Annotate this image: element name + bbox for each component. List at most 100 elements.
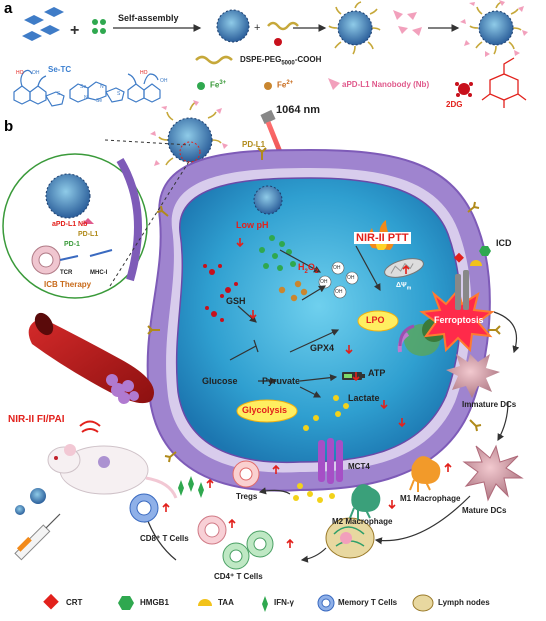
m2-macrophage-icon — [349, 484, 381, 520]
nb-legend-icon — [328, 78, 340, 90]
fe3-ions-icon — [259, 235, 296, 271]
inset-pdl1-label: PD-L1 — [78, 231, 99, 238]
mct4-label: MCT4 — [348, 462, 370, 471]
pd-l1-label: PD-L1 — [242, 140, 266, 149]
oh-label-3: OH — [335, 289, 343, 295]
lactate-label: Lactate — [348, 393, 380, 403]
icd-label: ICD — [496, 238, 512, 248]
glucose-label: Glucose — [202, 376, 238, 386]
fe2-legend-icon — [264, 82, 272, 90]
m2-macrophage-label: M2 Macrophage — [332, 517, 393, 526]
svg-text:+: + — [254, 22, 260, 34]
mature-dc-icon — [462, 444, 524, 502]
panel-b-label: b — [4, 118, 14, 135]
immature-dcs-label: Immature DCs — [462, 400, 517, 409]
cd8-t-cell-icon — [197, 515, 227, 545]
dspe-label: DSPE-PEG5000-COOH — [240, 55, 322, 67]
gpx4-label: GPX4 — [310, 343, 335, 353]
imaging-label: NIR-II FI/PAI — [8, 414, 65, 425]
inset-nb-label: aPD-L1 Nb — [52, 221, 88, 228]
fe3-legend-icon — [197, 82, 205, 90]
cd4-label: CD4⁺ T Cells — [214, 572, 263, 581]
lpo-label: LPO — [366, 315, 385, 325]
oh-label-1: OH — [333, 265, 341, 271]
se-tc-label: Se-TC — [48, 65, 72, 74]
icb-therapy-label: ICB Therapy — [44, 280, 92, 289]
inset-mhc-label: MHC-I — [90, 270, 108, 276]
atom-oh1: OH — [32, 70, 40, 76]
legend-memory-t-cells: Memory T Cells — [338, 598, 398, 607]
oh-label-2: OH — [347, 275, 355, 281]
lymph-node-icon — [325, 517, 375, 559]
immature-dc-icon — [446, 354, 500, 398]
fe3-label: Fe3+ — [210, 80, 227, 90]
atp-battery-icon — [342, 372, 365, 380]
mouse-icon — [47, 420, 178, 499]
2dg-legend-icon — [455, 82, 473, 97]
panel-a-artwork: + + — [13, 0, 528, 108]
ferroptosis-label: Ferroptosis — [434, 315, 484, 325]
delta-psi-label: ΔΨm — [396, 282, 412, 292]
atom-ho1: HO — [16, 70, 24, 76]
lpo-badge — [357, 310, 399, 332]
atom-se1: Se — [80, 84, 87, 90]
2dg-molecule-icon — [203, 264, 238, 322]
atom-n1: N — [84, 95, 88, 101]
lactate-icon — [303, 395, 349, 431]
dspe-legend-icon — [195, 55, 233, 65]
legend-lymph-nodes: Lymph nodes — [438, 598, 490, 607]
targeted-nanoparticle-icon — [460, 0, 528, 57]
ifn-gamma-icon — [178, 476, 204, 498]
legend-hmgb1: HMGB1 — [140, 598, 169, 607]
treg-icon — [232, 460, 260, 488]
nanobody-icon — [393, 10, 422, 36]
mct4-transporter-icon — [318, 438, 343, 484]
fe2-ions-icon — [278, 280, 308, 302]
atp-label: ATP — [368, 368, 386, 378]
svg-text:+: + — [70, 22, 79, 39]
pd-l1-receptor-icon — [147, 147, 501, 463]
memory-t-cell-icon — [129, 493, 159, 523]
fe-ion-cluster-icon — [92, 19, 106, 34]
cd8-label: CD8⁺ T Cells — [140, 534, 189, 543]
mature-dcs-label: Mature DCs — [462, 506, 507, 515]
legend-taa: TAA — [218, 598, 234, 607]
inset-pd1-label: PD-1 — [64, 241, 80, 248]
se-tc-icon — [22, 7, 64, 41]
2dg-label: 2DG — [446, 100, 463, 109]
atom-se2: Se — [96, 98, 103, 104]
dspe-chain-icon — [267, 21, 299, 31]
icb-inset — [2, 139, 201, 299]
incoming-nanoparticle-icon — [150, 100, 228, 177]
panel-a-label: a — [4, 0, 13, 17]
legend-crt: CRT — [66, 598, 83, 607]
atom-s2: S — [117, 91, 121, 97]
icd-damps-icon — [454, 246, 491, 266]
glycolysis-label: Glycolysis — [242, 405, 288, 415]
membrane-channel-icon — [455, 270, 469, 310]
internalized-nanoparticle-icon — [253, 185, 283, 215]
h2o2-label: H2O2 — [298, 262, 319, 275]
hydroxyl-radical-icon — [318, 261, 359, 299]
2dg-icon — [274, 38, 282, 46]
ferroptosis-burst-icon — [419, 287, 495, 353]
atom-n2: N — [100, 84, 104, 90]
legend-ifn-gamma: IFN-γ — [274, 598, 294, 607]
nanobody-label: aPD-L1 Nanobody (Nb) — [342, 80, 430, 89]
se-tc-molecule-icon — [13, 69, 161, 107]
glycolysis-badge — [236, 399, 298, 423]
pegylated-nanoparticle-icon — [328, 1, 381, 55]
fe2-label: Fe2+ — [277, 80, 294, 90]
pyruvate-label: Pyruvate — [262, 376, 301, 386]
atom-s1: S — [57, 91, 61, 97]
inset-tcr-label: TCR — [60, 270, 73, 276]
tregs-label: Tregs — [236, 492, 258, 501]
2dg-structure-icon — [481, 57, 527, 108]
circulating-np-icon — [15, 488, 46, 515]
m1-macrophage-icon — [409, 456, 441, 492]
laser-label: 1064 nm — [276, 104, 321, 116]
gsh-label: GSH — [226, 296, 246, 306]
oh-label-4: OH — [320, 279, 328, 285]
atom-oh2: OH — [160, 78, 168, 84]
